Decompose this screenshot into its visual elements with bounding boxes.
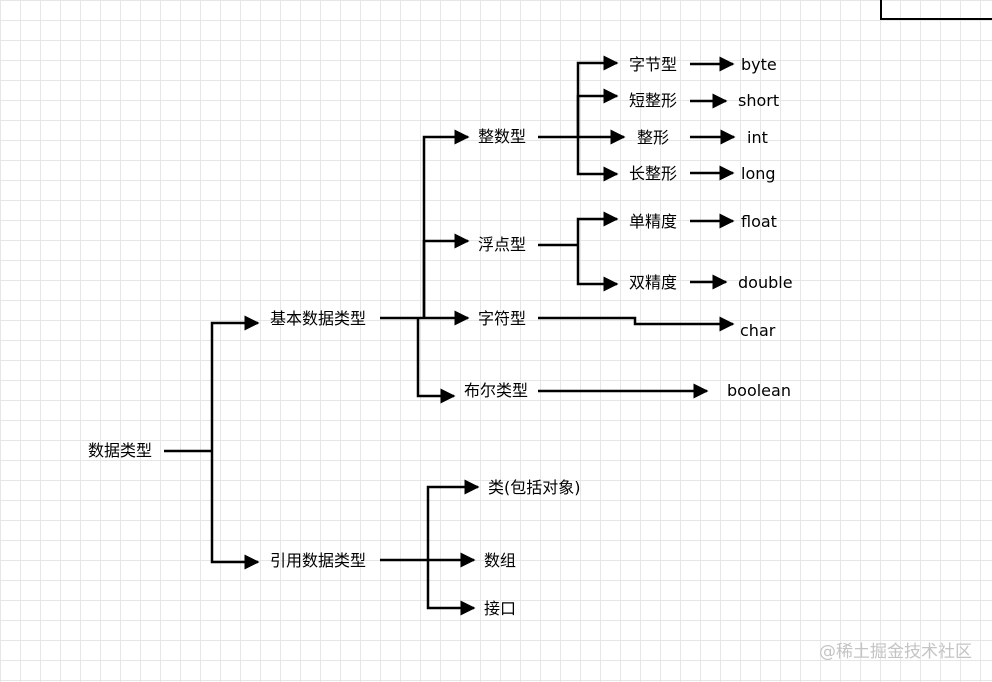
node-boolean-type: 布尔类型 (464, 381, 529, 400)
node-int-cn: 整形 (637, 128, 670, 147)
edge-integer-to-short (576, 88, 619, 137)
keyword-char: char (740, 321, 776, 340)
edges-group (164, 55, 736, 616)
node-class-type: 类(包括对象) (488, 478, 581, 497)
edge-reference-to-class (426, 479, 480, 560)
node-interface-type: 接口 (484, 599, 517, 618)
edge-basic-to-boolean (416, 318, 456, 404)
node-array-type: 数组 (484, 551, 517, 570)
edge-integer-to-long (576, 137, 619, 182)
keyword-int: int (747, 128, 768, 147)
node-root: 数据类型 (88, 441, 153, 460)
node-floating-point-type: 浮点型 (478, 235, 527, 254)
node-basic-data-type: 基本数据类型 (270, 309, 367, 328)
edge-reference-to-interface (426, 560, 476, 616)
watermark-text: @稀土掘金技术社区 (819, 642, 972, 662)
node-single-precision: 单精度 (629, 212, 678, 231)
node-reference-data-type: 引用数据类型 (270, 551, 367, 570)
keyword-byte: byte (741, 55, 777, 74)
node-long-cn: 长整形 (629, 164, 678, 183)
keyword-long: long (741, 164, 776, 183)
edge-root-to-basic (210, 315, 260, 451)
edge-root-to-reference (210, 451, 260, 570)
edge-basic-to-float (422, 233, 470, 318)
node-byte-cn: 字节型 (629, 55, 678, 74)
node-short-cn: 短整形 (629, 91, 678, 110)
edge-char-keyword (538, 316, 735, 332)
edge-float-to-single (576, 211, 619, 245)
keyword-double: double (738, 273, 793, 292)
keyword-float: float (741, 212, 777, 231)
keyword-boolean: boolean (727, 381, 791, 400)
corner-partial-box (880, 0, 992, 20)
edge-float-to-double (576, 245, 619, 292)
keyword-short: short (738, 91, 780, 110)
node-double-precision: 双精度 (629, 273, 678, 292)
edge-integer-to-byte (576, 55, 619, 137)
node-integer-type: 整数型 (478, 127, 527, 146)
node-character-type: 字符型 (478, 309, 527, 328)
edge-basic-to-integer (422, 129, 470, 318)
